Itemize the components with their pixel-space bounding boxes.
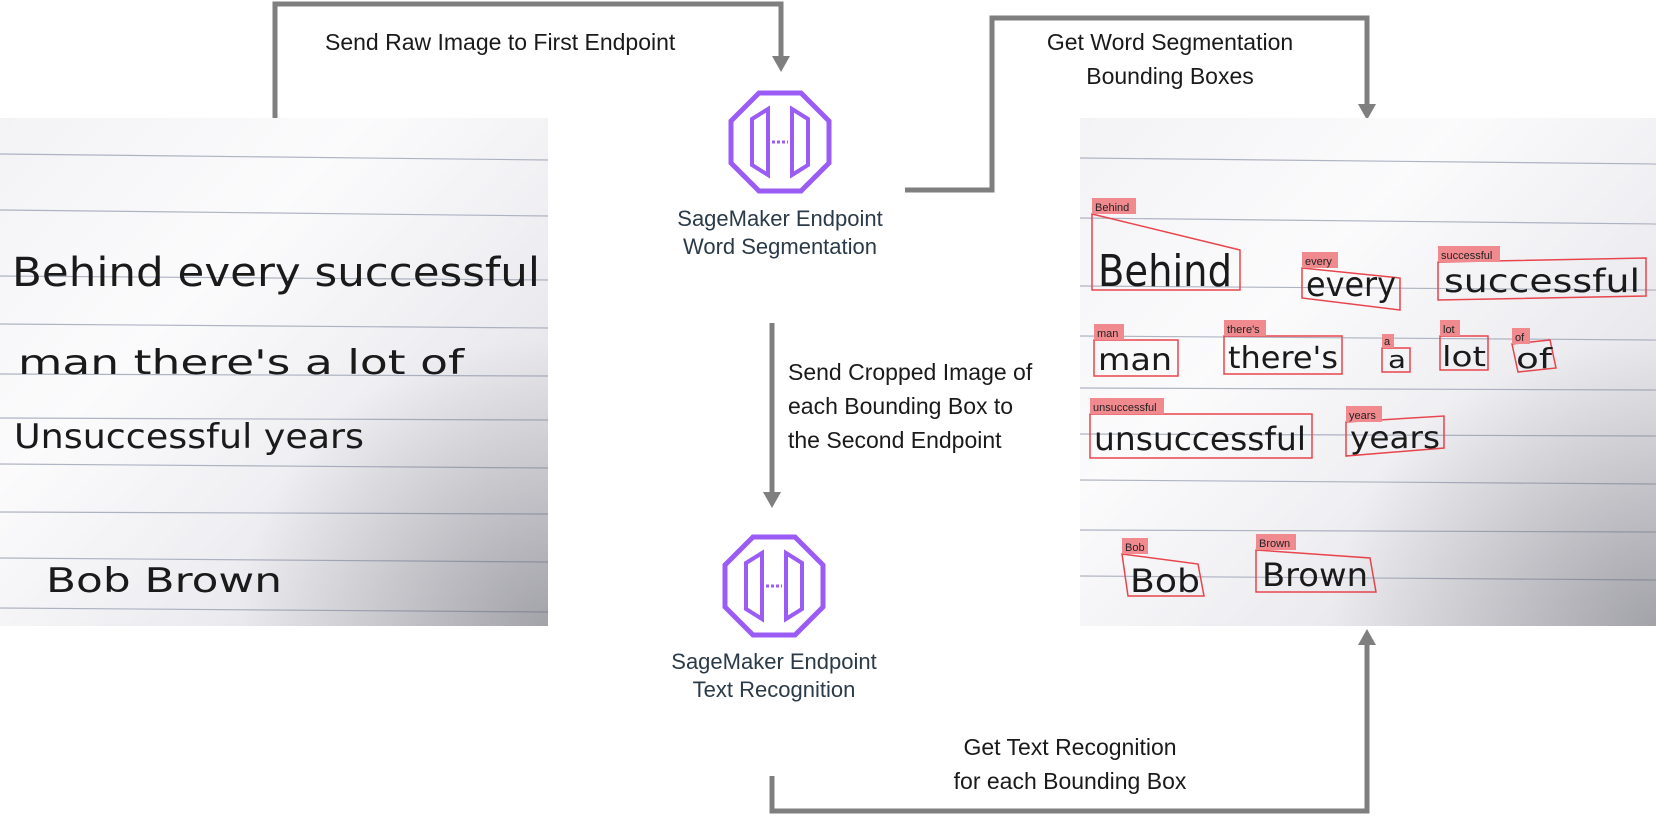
arrow-segmentation-to-boxes [905,15,1370,193]
raw-line-2: man there's a lot of [18,343,465,383]
arrow-raw-to-segmentation [272,1,784,118]
box-word: Behind [1098,246,1232,297]
arrow-recognition-to-boxes [769,642,1370,814]
bounding-box-lot: lot lot [1439,320,1489,373]
box-word: of [1516,342,1554,375]
box-word: Bob [1130,562,1200,600]
box-word: man [1098,343,1172,378]
segmented-handwriting-image: Behind Behind every every successful suc… [1080,118,1656,626]
bbox-label: a [1384,336,1391,348]
bbox-label: successful [1441,250,1492,262]
caption-get-segmentation-line-2: Bounding Boxes [1086,63,1254,89]
bbox-label: years [1349,410,1376,422]
box-word: Brown [1262,556,1368,594]
endpoint-recognition-line-1: SageMaker Endpoint [671,649,877,674]
ruled-lines [1080,157,1656,581]
bbox-label: Brown [1259,538,1290,550]
bbox-label: Behind [1095,202,1129,214]
raw-line-1: Behind every successful [12,250,540,296]
caption-send-cropped-line-1: Send Cropped Image of [788,359,1033,385]
sagemaker-endpoint-icon [728,90,832,194]
box-word: years [1350,421,1440,456]
bounding-box-of: of of [1511,328,1557,375]
caption-get-recognition: Get Text Recognition for each Bounding B… [920,730,1220,798]
ruled-lines [0,153,548,613]
caption-send-cropped-line-3: the Second Endpoint [788,427,1002,453]
box-word: every [1306,265,1396,305]
bounding-box-unsuccessful: unsuccessful unsuccessful [1089,398,1313,459]
sagemaker-endpoint-icon [722,534,826,638]
box-word: successful [1444,262,1640,300]
bbox-label: of [1515,332,1525,344]
raw-handwriting-image: Behind every successful man there's a lo… [0,118,548,626]
bounding-box-years: years years [1345,406,1445,457]
bbox-label: every [1305,256,1332,268]
box-word: lot [1442,340,1486,373]
bounding-box-theres: there's there's [1223,320,1343,376]
bounding-box-a: a a [1381,334,1411,374]
bounding-box-man: man man [1093,324,1179,378]
bbox-label: unsuccessful [1093,402,1157,414]
caption-get-recognition-line-1: Get Text Recognition [963,734,1177,760]
bbox-label: man [1097,328,1118,340]
caption-send-cropped-line-2: each Bounding Box to [788,393,1014,419]
bounding-box-brown: Brown Brown [1255,534,1377,594]
bounding-box-behind: Behind Behind [1091,198,1241,297]
bbox-label: Bob [1125,542,1145,554]
caption-send-cropped: Send Cropped Image of each Bounding Box … [788,355,1032,457]
endpoint-segmentation-line-2: Word Segmentation [682,234,878,259]
endpoint-recognition-line-2: Text Recognition [692,677,856,702]
caption-get-segmentation: Get Word Segmentation Bounding Boxes [1010,25,1330,93]
endpoint-segmentation-line-1: SageMaker Endpoint [677,206,883,231]
raw-line-4: Bob Brown [46,561,282,601]
bounding-box-bob: Bob Bob [1121,538,1205,600]
bbox-label: lot [1443,324,1455,336]
endpoint-recognition-label: SageMaker Endpoint Text Recognition [634,648,914,704]
bounding-box-successful: successful successful [1437,246,1647,301]
box-word: there's [1228,341,1338,376]
bbox-label: there's [1227,324,1260,336]
raw-line-3: Unsuccessful years [14,417,364,457]
caption-get-segmentation-line-1: Get Word Segmentation [1046,29,1294,55]
box-word: a [1388,346,1406,374]
box-word: unsuccessful [1094,420,1306,458]
bounding-box-every: every every [1301,252,1401,311]
caption-get-recognition-line-2: for each Bounding Box [953,768,1187,794]
endpoint-segmentation-label: SageMaker Endpoint Word Segmentation [640,205,920,261]
caption-send-raw: Send Raw Image to First Endpoint [325,29,676,55]
